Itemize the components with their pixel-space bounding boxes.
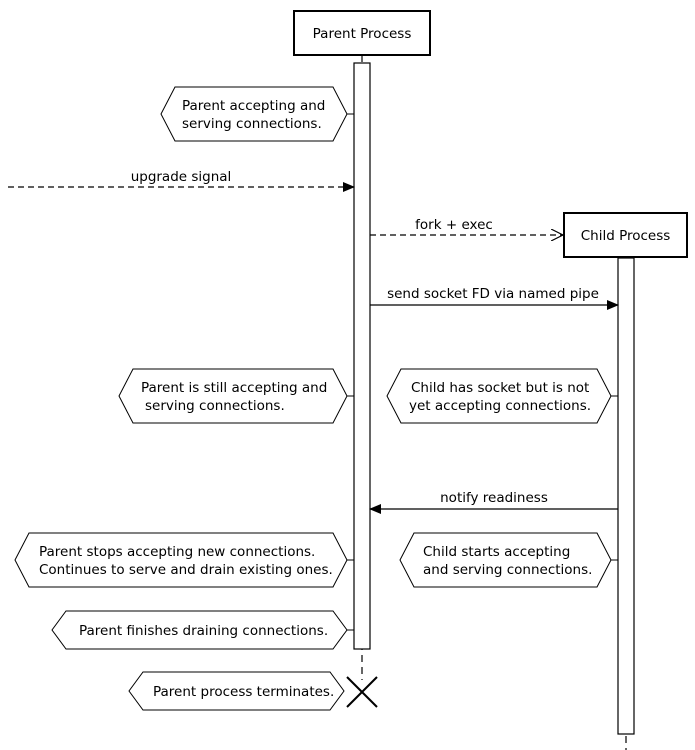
note-parent-still-serving-line2: serving connections.: [145, 398, 285, 414]
note-parent-stops-line2: Continues to serve and drain existing on…: [39, 562, 333, 578]
note-child-has-socket-line2: yet accepting connections.: [409, 398, 591, 414]
svg-text:Parent process terminates.: Parent process terminates.: [153, 684, 334, 700]
svg-text:and serving connections.: and serving connections.: [423, 562, 592, 578]
note-child-starts: Child starts accepting and serving conne…: [399, 532, 618, 588]
note-parent-terminates-line1: Parent process terminates.: [153, 684, 334, 700]
svg-text:Parent stops accepting new con: Parent stops accepting new connections.: [39, 544, 315, 560]
note-child-has-socket: Child has socket but is not yet acceptin…: [386, 368, 618, 424]
message-upgrade-signal-label: upgrade signal: [131, 169, 232, 185]
svg-text:Continues to serve and drain e: Continues to serve and drain existing on…: [39, 562, 333, 578]
note-child-starts-line2: and serving connections.: [423, 562, 592, 578]
note-parent-stops-line1: Parent stops accepting new connections.: [39, 544, 315, 560]
svg-text:serving connections.: serving connections.: [182, 116, 322, 132]
participant-parent: Parent Process: [293, 10, 431, 56]
message-send-socket-label: send socket FD via named pipe: [387, 286, 599, 302]
svg-text:Parent accepting and: Parent accepting and: [182, 98, 325, 114]
note-parent-stops: Parent stops accepting new connections. …: [14, 532, 354, 588]
note-parent-serving: Parent accepting and serving connections…: [160, 86, 354, 142]
parent-activation-bar: [353, 62, 371, 650]
note-child-has-socket-line1: Child has socket but is not: [411, 380, 589, 396]
svg-text:Child has socket but is not: Child has socket but is not: [411, 380, 589, 396]
svg-text:Parent finishes draining conne: Parent finishes draining connections.: [79, 623, 328, 639]
message-fork-exec: fork + exec: [370, 217, 563, 235]
note-parent-finishes-line1: Parent finishes draining connections.: [79, 623, 328, 639]
note-parent-terminates: Parent process terminates.: [128, 671, 345, 711]
svg-text:serving connections.: serving connections.: [145, 398, 285, 414]
parent-destroy-icon: [346, 676, 378, 708]
participant-child: Child Process: [563, 212, 688, 258]
note-parent-serving-line2: serving connections.: [182, 116, 322, 132]
svg-text:Child starts accepting: Child starts accepting: [423, 544, 570, 560]
message-upgrade-signal: upgrade signal: [8, 169, 355, 192]
svg-text:yet accepting connections.: yet accepting connections.: [409, 398, 591, 414]
note-parent-still-serving-line1: Parent is still accepting and: [141, 380, 327, 396]
note-child-starts-line1: Child starts accepting: [423, 544, 570, 560]
note-parent-still-serving: Parent is still accepting and serving co…: [118, 368, 354, 424]
message-fork-exec-label: fork + exec: [415, 217, 493, 233]
message-send-socket: send socket FD via named pipe: [370, 286, 619, 310]
message-notify-readiness-label: notify readiness: [440, 490, 548, 506]
participant-child-label: Child Process: [581, 228, 671, 244]
message-notify-readiness: notify readiness: [369, 490, 618, 514]
note-parent-finishes: Parent finishes draining connections.: [51, 610, 354, 650]
svg-text:Parent is still accepting and: Parent is still accepting and: [141, 380, 327, 396]
note-parent-serving-line1: Parent accepting and: [182, 98, 325, 114]
participant-parent-label: Parent Process: [313, 26, 412, 42]
child-activation-bar: [617, 257, 635, 735]
